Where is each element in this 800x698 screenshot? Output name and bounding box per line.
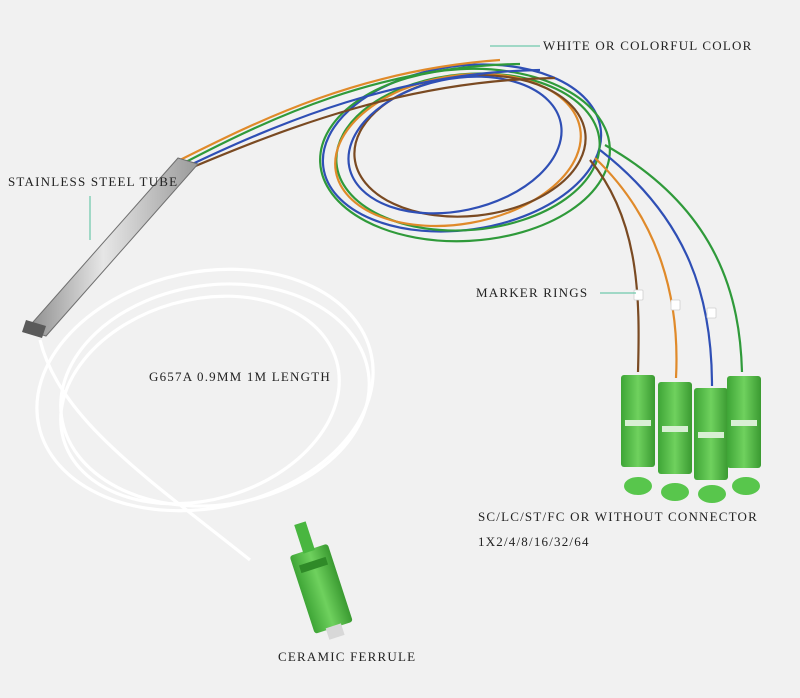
stainless-steel-tube <box>22 157 199 338</box>
output-sc-connector <box>694 388 728 503</box>
label-stainless-steel-tube: STAINLESS STEEL TUBE <box>8 174 179 189</box>
label-white-or-colorful-color: WHITE OR COLORFUL COLOR <box>543 38 753 53</box>
label-split-ratios: 1X2/4/8/16/32/64 <box>478 534 590 549</box>
input-sc-connector <box>290 521 353 640</box>
colorful-fiber-bundle <box>179 58 744 387</box>
output-sc-connector <box>621 375 655 495</box>
label-connector-types: SC/LC/ST/FC OR WITHOUT CONNECTOR <box>478 509 759 524</box>
label-g657a-length: G657A 0.9MM 1M LENGTH <box>149 369 331 384</box>
label-marker-rings: MARKER RINGS <box>476 285 589 300</box>
output-sc-connector <box>658 382 692 501</box>
label-ceramic-ferrule: CERAMIC FERRULE <box>278 649 417 664</box>
marker-rings <box>633 289 717 319</box>
white-fiber-coil <box>35 267 375 562</box>
output-sc-connectors <box>621 375 761 503</box>
leader-lines <box>89 45 636 294</box>
output-sc-connector <box>727 376 761 495</box>
